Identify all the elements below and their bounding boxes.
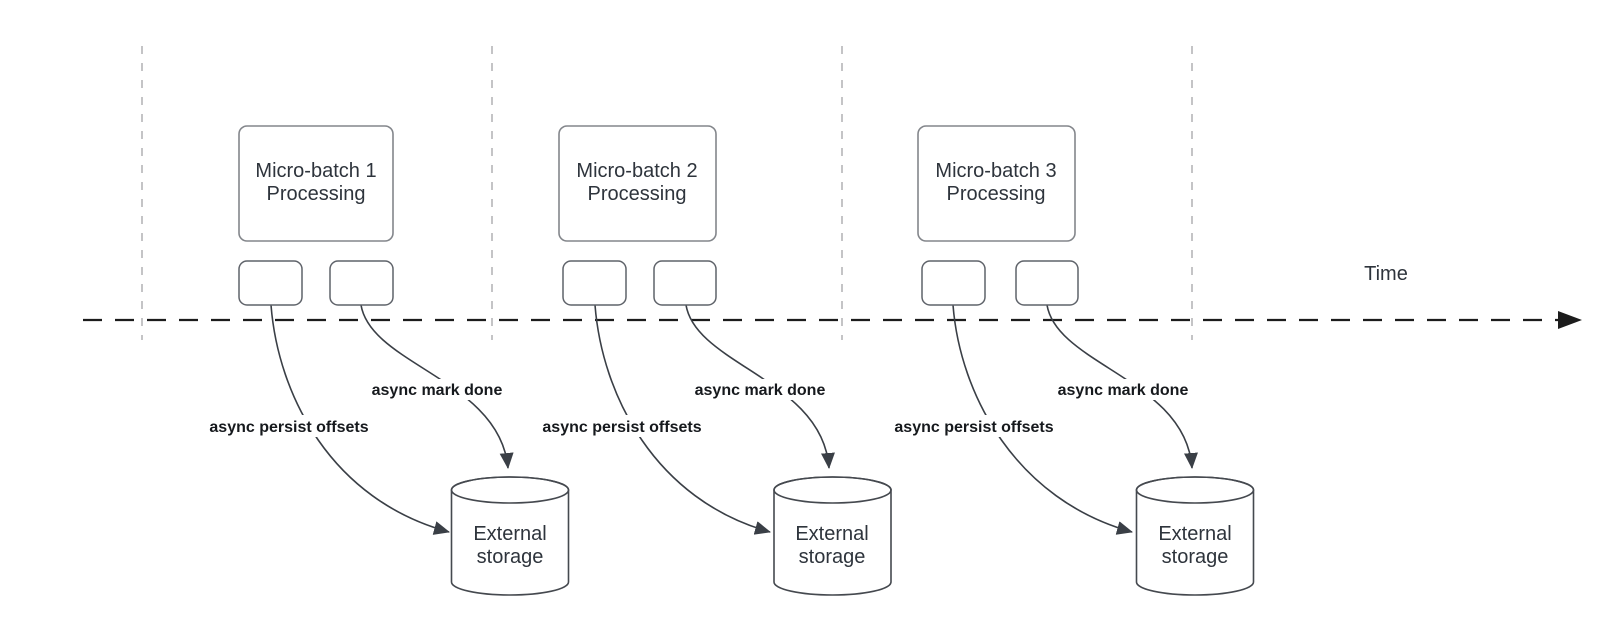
persist-offsets-label-bg [886, 415, 1062, 437]
processing-box-2-title-line2: Processing [588, 183, 687, 205]
storage-cylinder-3-rim [1135, 476, 1255, 504]
storage-label-1-line1: External [473, 523, 546, 545]
mark-done-label-bg [1049, 379, 1197, 400]
processing-box-3-title-line1: Micro-batch 3 [935, 160, 1056, 182]
mark-done-label-bg [686, 379, 834, 400]
processing-box-1 [238, 125, 394, 242]
task-box-right-3 [1015, 260, 1079, 306]
persist-offsets-label-bg [201, 415, 377, 437]
task-box-right-1 [329, 260, 394, 306]
processing-box-3 [917, 125, 1076, 242]
processing-box-2 [558, 125, 717, 242]
time-axis-arrowhead-icon [1558, 311, 1582, 329]
processing-box-1-title-line1: Micro-batch 1 [255, 160, 376, 182]
storage-label-3-line2: storage [1162, 546, 1229, 568]
task-box-right-2 [653, 260, 717, 306]
micro-batch-group-1: async persist offsets async mark done Mi… [201, 125, 570, 596]
processing-box-1-title-line2: Processing [267, 183, 366, 205]
task-box-left-3 [921, 260, 986, 306]
mark-done-arrow-1 [360, 304, 514, 469]
mark-done-label-1: async mark done [372, 382, 503, 399]
processing-box-3-title-line2: Processing [947, 183, 1046, 205]
storage-label-3-line1: External [1158, 523, 1231, 545]
persist-offsets-label-2: async persist offsets [542, 419, 701, 436]
persist-offsets-label-3: async persist offsets [894, 419, 1053, 436]
persist-offsets-arrow-1 [270, 304, 450, 535]
storage-label-2-line1: External [795, 523, 868, 545]
persist-offsets-arrow-3 [952, 304, 1133, 535]
mark-done-label-bg [363, 379, 511, 400]
micro-batch-group-3: async persist offsets async mark done Mi… [886, 125, 1255, 596]
micro-batch-group-2: async persist offsets async mark done Mi… [534, 125, 892, 596]
persist-offsets-label-1: async persist offsets [209, 419, 368, 436]
storage-label-1-line2: storage [477, 546, 544, 568]
storage-cylinder-2-rim [773, 476, 892, 504]
persist-offsets-arrow-2 [594, 304, 771, 535]
mark-done-label-3: async mark done [1058, 382, 1189, 399]
storage-cylinder-1-rim [450, 476, 570, 504]
persist-offsets-label-bg [534, 415, 710, 437]
mark-done-arrow-2 [685, 304, 835, 469]
task-box-left-2 [562, 260, 627, 306]
storage-label-2-line2: storage [799, 546, 866, 568]
mark-done-arrow-3 [1046, 304, 1198, 469]
mark-done-label-2: async mark done [695, 382, 826, 399]
time-axis-label: Time [1364, 263, 1408, 285]
processing-box-2-title-line1: Micro-batch 2 [576, 160, 697, 182]
task-box-left-1 [238, 260, 303, 306]
